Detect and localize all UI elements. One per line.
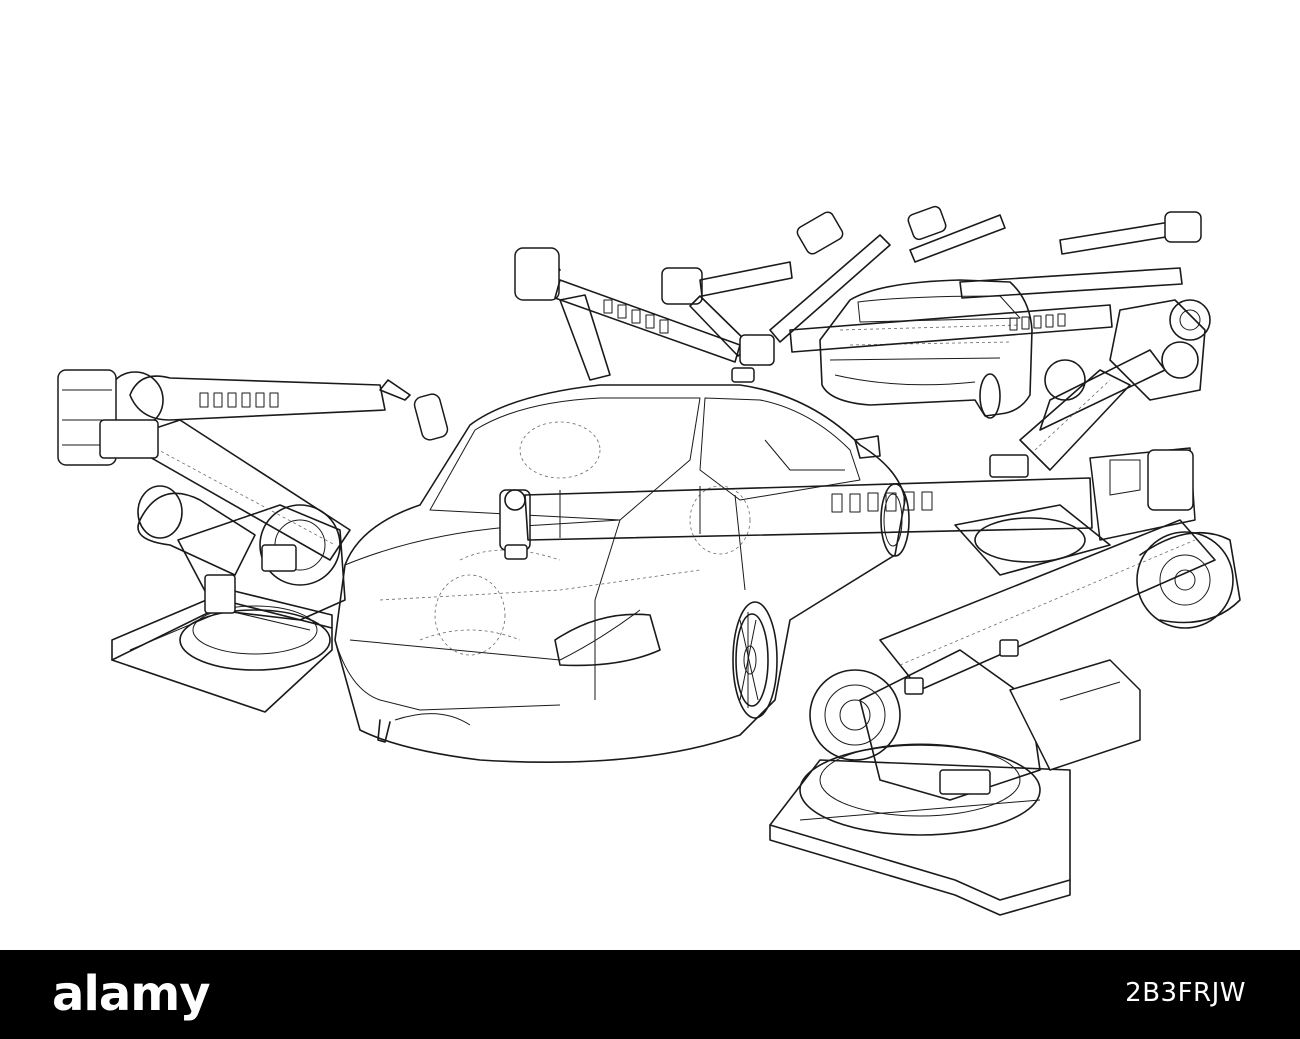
watermark-footer: alamy 2B3FRJW [0, 950, 1300, 1039]
front-robot-arm [499, 447, 1196, 576]
front-right-robot [769, 519, 1241, 916]
wireframe-illustration [57, 205, 1241, 916]
center-robot-arm [514, 247, 793, 383]
brand-logo: alamy [52, 966, 211, 1022]
image-id-label: 2B3FRJW [1125, 978, 1246, 1008]
far-robot-arms [769, 205, 1211, 431]
far-car [819, 279, 1033, 419]
left-robot [57, 369, 449, 713]
right-robot-arm [989, 369, 1131, 478]
main-car [334, 384, 910, 764]
